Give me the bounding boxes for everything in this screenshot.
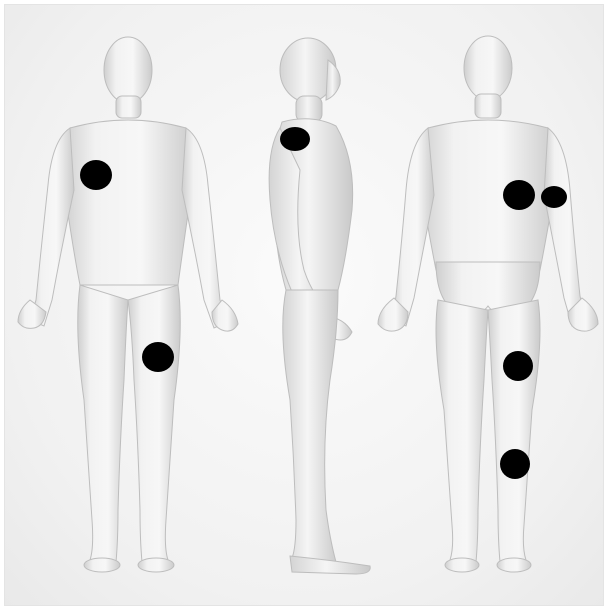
side-figure: [269, 38, 370, 574]
back-torso: [420, 120, 556, 270]
side-leg: [283, 290, 338, 562]
back-arm-left: [392, 128, 434, 326]
marker-back-calf: [500, 449, 530, 479]
back-leg-left: [436, 300, 488, 562]
back-foot-right: [497, 558, 531, 572]
front-figure: [18, 37, 238, 572]
front-foot-left: [84, 558, 120, 572]
marker-front-thigh: [142, 342, 174, 372]
marker-back-upper-arm: [541, 186, 567, 208]
side-face: [326, 60, 340, 100]
back-head: [464, 36, 512, 100]
side-neck: [296, 96, 322, 122]
front-arm-left: [30, 128, 74, 326]
marker-side-shoulder: [280, 127, 310, 151]
front-head: [104, 37, 152, 103]
front-arm-right: [182, 128, 228, 328]
marker-front-chest: [80, 160, 112, 190]
back-neck: [475, 94, 501, 118]
back-foot-left: [445, 558, 479, 572]
front-neck: [116, 96, 141, 118]
marker-back-mid: [503, 180, 535, 210]
back-figure: [378, 36, 598, 572]
front-leg-right: [128, 285, 180, 562]
front-leg-left: [78, 285, 128, 562]
front-foot-right: [138, 558, 174, 572]
marker-back-thigh: [503, 351, 533, 381]
back-leg-right: [488, 300, 540, 562]
front-torso: [63, 120, 193, 285]
back-arm-right: [544, 128, 586, 326]
